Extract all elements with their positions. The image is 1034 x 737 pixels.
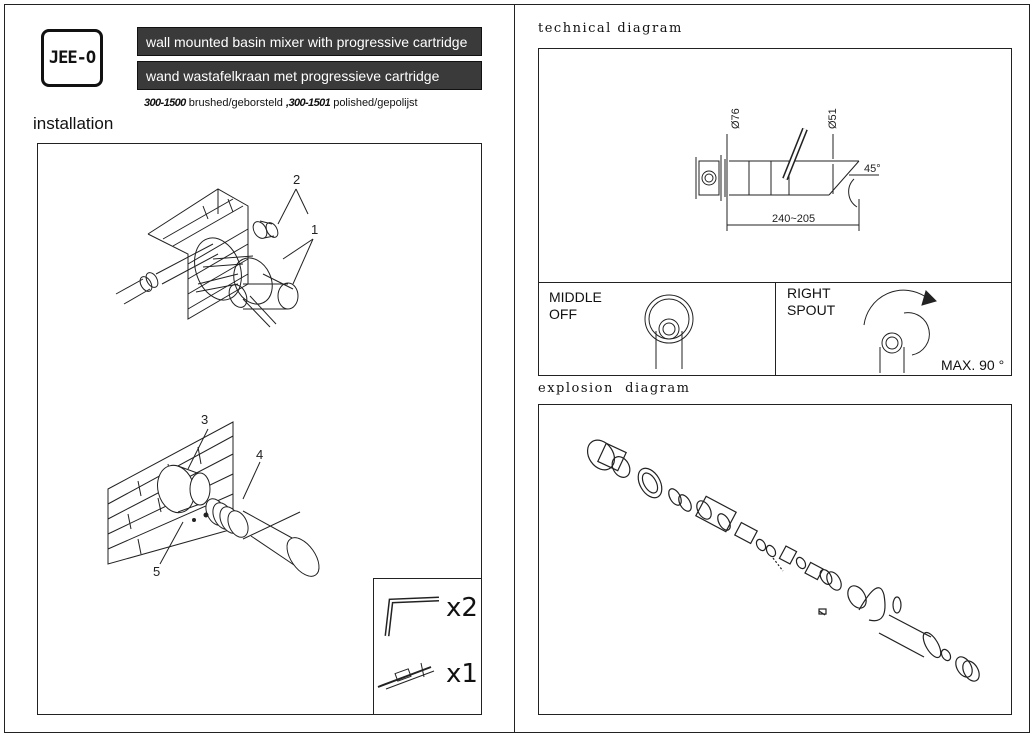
callout-1: 1 (311, 222, 318, 237)
position-middle-label: MIDDLE OFF (549, 289, 602, 322)
dimension-angle: 45° (864, 163, 881, 175)
included-tools-box: x2 x1 (373, 578, 482, 715)
title-dutch: wand wastafelkraan met progressieve cart… (137, 61, 482, 90)
positions-divider-v (775, 282, 776, 375)
spout-assembly (205, 498, 320, 577)
technical-panel: Ø76 Ø51 45° 240~205 MIDDLE OFF RIGHT SPO… (538, 48, 1012, 376)
explosion-panel (538, 404, 1012, 715)
callout-2: 2 (293, 172, 300, 187)
screwdriver-quantity: x1 (446, 659, 478, 689)
wall-screws (195, 255, 294, 328)
callout-5: 5 (153, 564, 160, 579)
technical-diagram-heading: technical diagram (538, 21, 683, 36)
code-polished: ,300-1501 (285, 97, 331, 109)
page-border (4, 4, 1030, 733)
handle-middle-off-icon (644, 294, 694, 369)
technical-side-view: Ø76 Ø51 45° 240~205 (695, 108, 881, 231)
handle-right-spout-icon (863, 289, 937, 373)
product-codes: 300-1500 brushed/geborsteld ,300-1501 po… (144, 97, 418, 109)
callout-4: 4 (256, 447, 263, 462)
code-brushed: 300-1500 (144, 97, 186, 109)
screwdriver-icon (377, 662, 435, 690)
installation-heading: installation (33, 114, 114, 133)
threaded-nipple (252, 220, 279, 239)
max-rotation: MAX. 90 ° (941, 357, 1005, 373)
installation-panel: 2 1 3 4 5 x2 x1 (37, 143, 482, 715)
exploded-parts-drawing (586, 439, 980, 682)
wall-brick-section-top (147, 188, 249, 320)
explosion-diagram-heading: explosion diagram (538, 381, 691, 396)
title-english: wall mounted basin mixer with progressiv… (137, 27, 482, 56)
valve-body (177, 465, 211, 513)
dimension-d76: Ø76 (730, 108, 742, 129)
dimension-d51: Ø51 (827, 108, 839, 129)
brand-logo: JEE-O (41, 29, 103, 87)
hex-key-quantity: x2 (446, 593, 478, 623)
page-divider (514, 4, 515, 733)
finish-brushed: brushed/geborsteld (185, 97, 286, 109)
position-right-label: RIGHT SPOUT (787, 285, 836, 318)
supply-pipe (115, 243, 219, 305)
installation-drawing: 2 1 3 4 5 (107, 172, 320, 579)
wall-brick-section-bottom (107, 421, 234, 565)
finish-polished: polished/gepolijst (330, 97, 418, 109)
hex-key-icon (384, 596, 439, 637)
dimension-length: 240~205 (772, 213, 815, 225)
callout-3: 3 (201, 412, 208, 427)
